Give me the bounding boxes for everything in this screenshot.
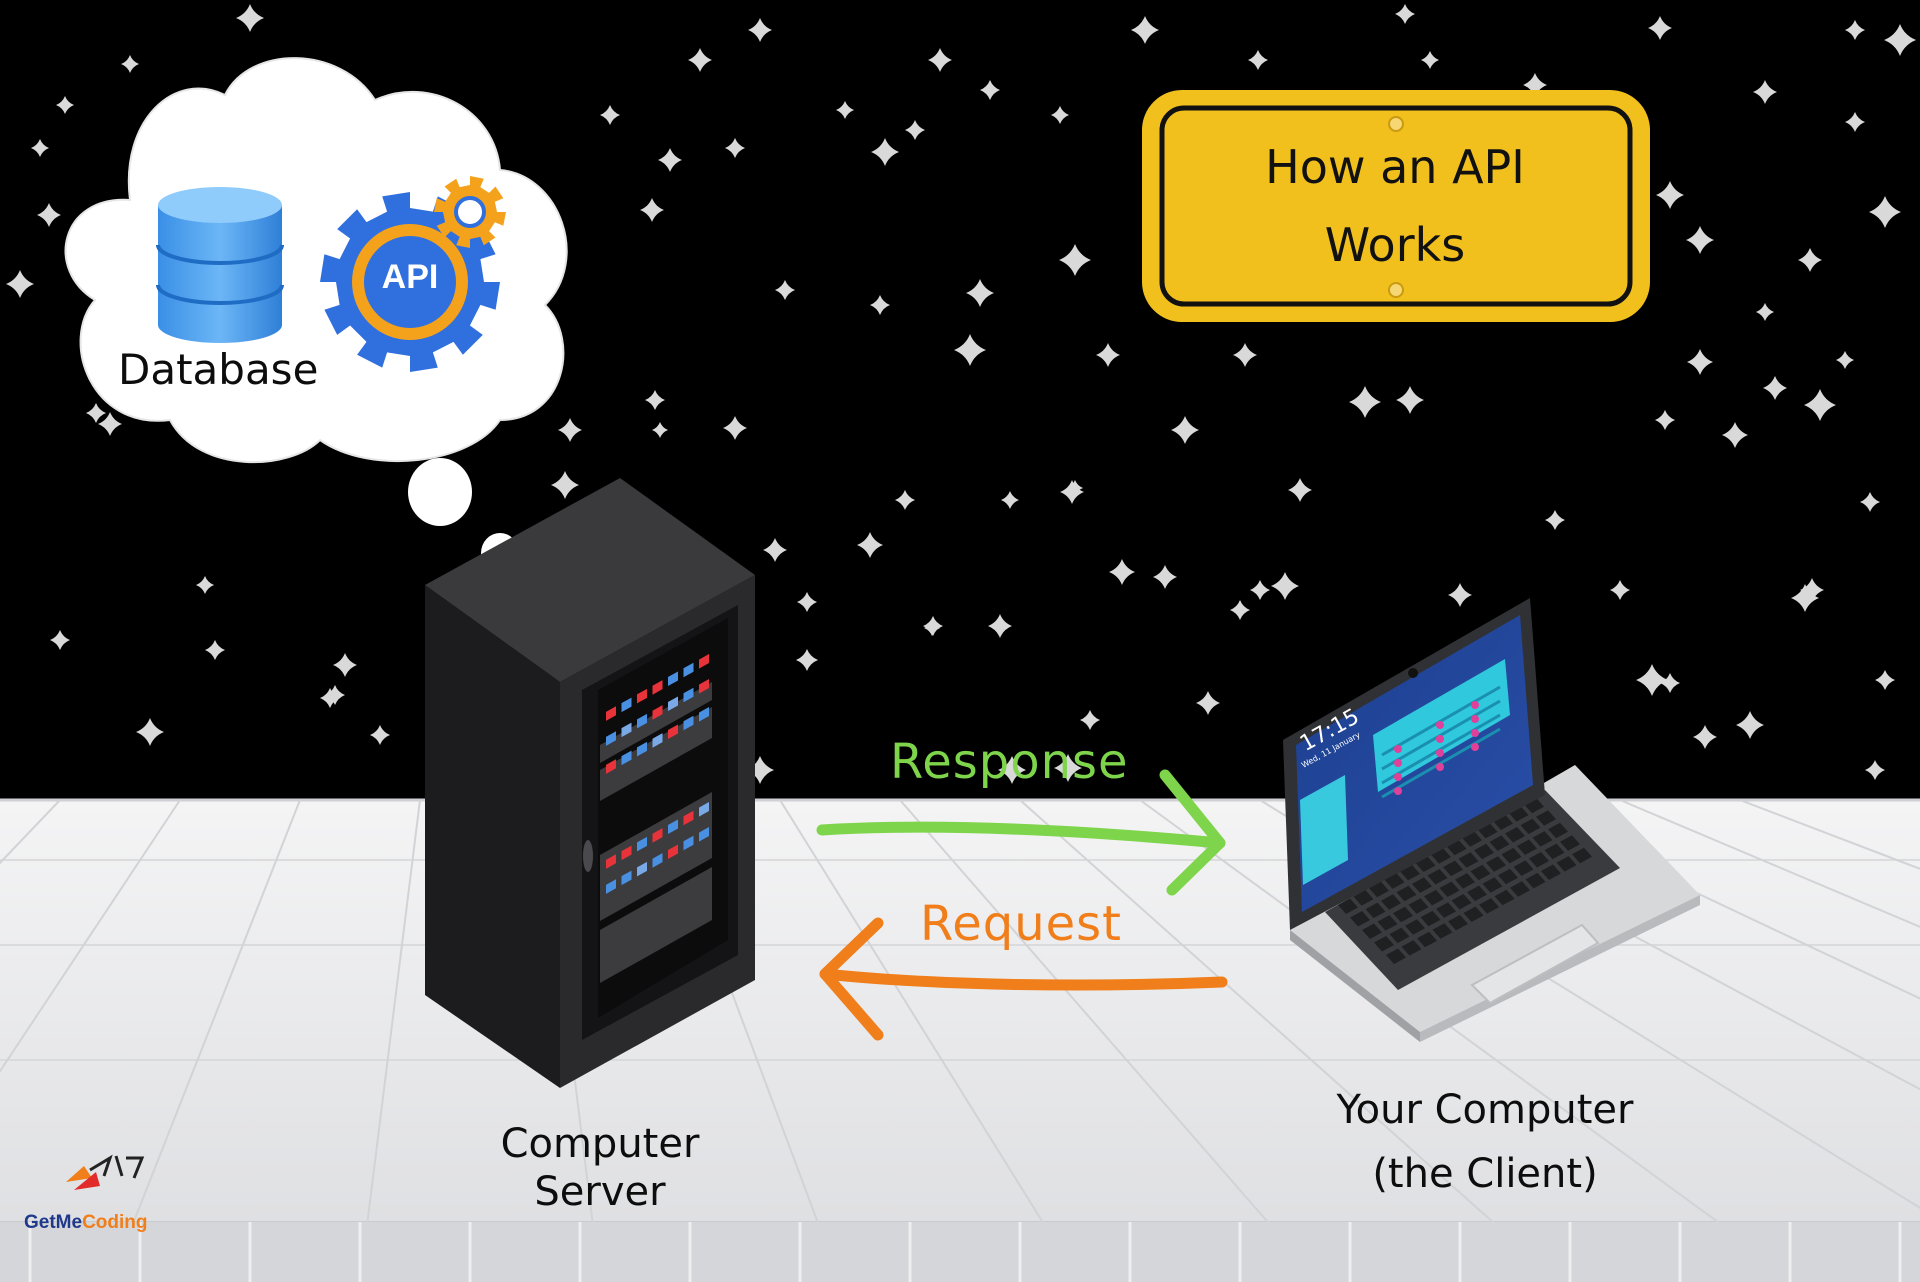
title-sign [1142,90,1650,322]
client-label: Your Computer (the Client) [1320,1078,1650,1206]
brand-name-part-2: Coding [82,1212,148,1233]
database-icon [156,187,284,343]
server-rack [425,478,755,1088]
laptop-camera [1408,668,1418,678]
request-arrow [819,917,1228,1041]
response-label: Response [890,734,1129,790]
title-line-2: Works [1324,218,1466,272]
laptop [1283,598,1700,1042]
brand-logo-mark [66,1154,145,1190]
server-label: Computer Server [500,1121,700,1215]
sign-rivet-bottom [1388,282,1404,298]
request-label: Request [920,896,1122,952]
api-badge-text: API [381,258,439,296]
thought-dot-large [408,458,472,526]
laptop-app-rows [1381,685,1501,799]
database-label: Database [118,345,319,394]
sign-rivet-top [1388,116,1404,132]
star-field [6,4,1916,784]
server-status-lights [606,654,709,894]
client-label-line-2: (the Client) [1372,1151,1598,1197]
laptop-trackpad [1470,923,1600,1005]
client-label-line-1: Your Computer [1336,1087,1634,1133]
title-line-1: How an API [1265,140,1525,194]
api-gear-icon [320,176,506,372]
laptop-sidebar-panel [1300,775,1348,885]
page-title: How an API Works [1170,128,1620,284]
response-arrow [816,769,1226,896]
laptop-keyboard [1338,797,1592,964]
brand-name: GetMeCoding [24,1212,148,1234]
thought-bubble [64,57,568,588]
server-drive-bay-1 [600,682,712,983]
brand-name-part-1: GetMe [24,1212,83,1233]
